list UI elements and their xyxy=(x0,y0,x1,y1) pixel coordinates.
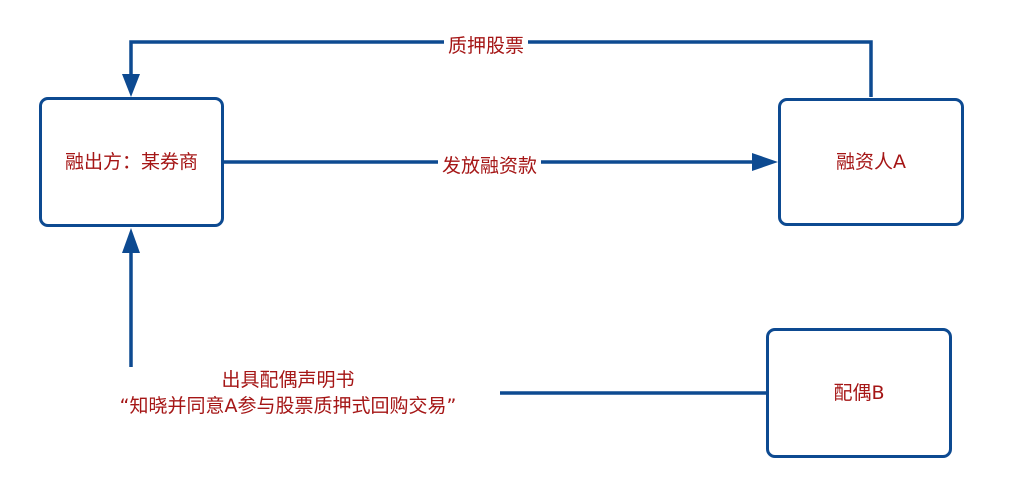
node-lender: 融出方：某券商 xyxy=(39,97,224,227)
edge-label-release: 发放融资款 xyxy=(438,153,542,179)
edge-label-statement-line2: “知晓并同意A参与股票质押式回购交易” xyxy=(119,395,457,417)
arrowhead-into-lender-bottom xyxy=(122,228,140,253)
node-borrower: 融资人A xyxy=(778,98,964,226)
node-spouse: 配偶B xyxy=(766,328,952,458)
arrowhead-into-borrower xyxy=(752,153,778,171)
node-borrower-label: 融资人A xyxy=(836,151,906,173)
edge-label-statement-line1: 出具配偶声明书 xyxy=(221,369,355,391)
node-lender-label: 融出方：某券商 xyxy=(64,151,198,173)
arrowhead-into-lender-top xyxy=(122,74,140,97)
edge-label-statement: 出具配偶声明书 “知晓并同意A参与股票质押式回购交易” xyxy=(76,367,500,419)
node-spouse-label: 配偶B xyxy=(833,382,885,404)
edge-label-pledge: 质押股票 xyxy=(444,33,529,59)
